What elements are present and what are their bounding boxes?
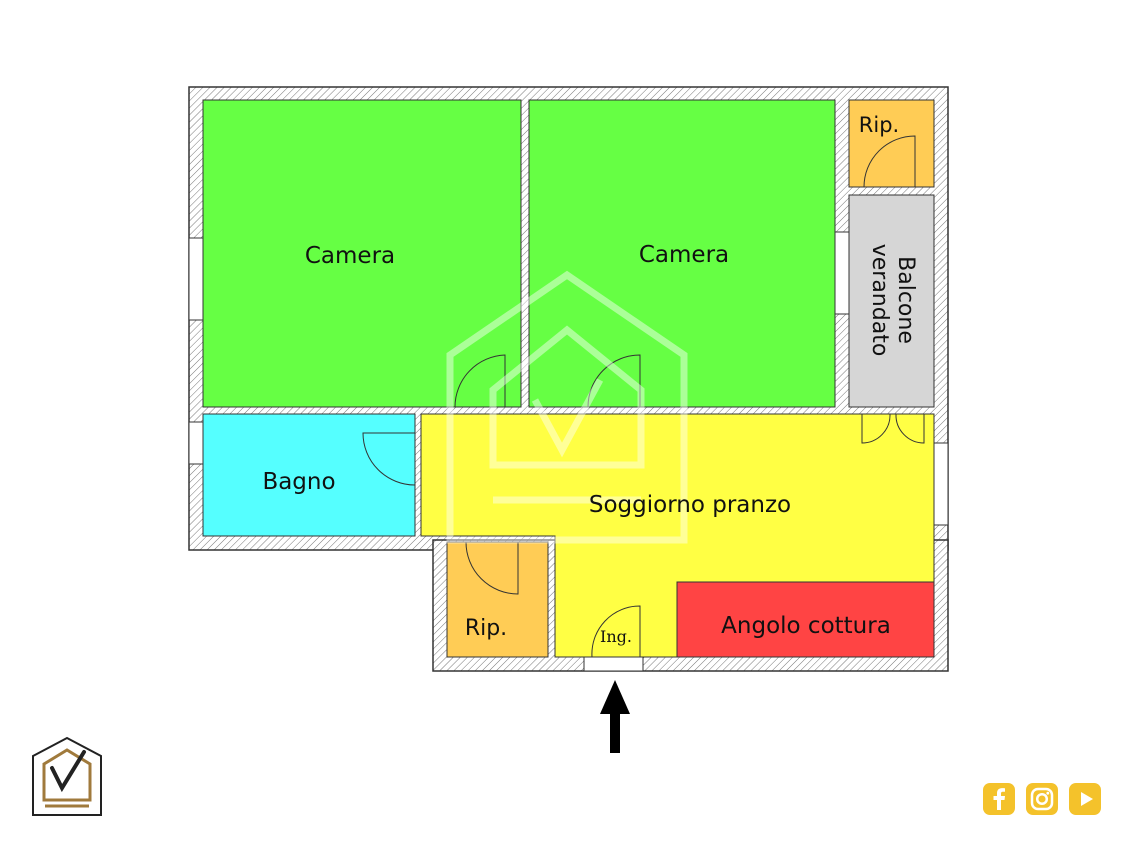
label-rip-top: Rip.: [859, 113, 899, 137]
label-camera-right: Camera: [639, 242, 729, 268]
label-rip-bottom: Rip.: [465, 616, 507, 641]
label-camera-left: Camera: [305, 243, 395, 269]
room-rip-top: [848, 99, 935, 188]
windows: [188, 231, 949, 672]
room-camera-right: [528, 99, 836, 408]
house-check-logo: [32, 736, 102, 816]
label-angolo-cottura: Angolo cottura: [721, 613, 891, 639]
room-camera-left: [202, 99, 522, 408]
watermark-logo: [446, 270, 688, 544]
label-bagno: Bagno: [262, 469, 335, 495]
facebook-icon[interactable]: [983, 783, 1015, 815]
label-soggiorno: Soggiorno pranzo: [589, 492, 791, 518]
youtube-icon[interactable]: [1069, 783, 1101, 815]
room-angolo-cottura: [676, 581, 935, 658]
label-ingresso: Ing.: [600, 627, 632, 646]
room-bagno: [202, 413, 416, 537]
doors: [362, 135, 925, 658]
arrow-up-icon: [600, 680, 630, 753]
label-verandato: verandato: [867, 244, 892, 357]
instagram-icon[interactable]: [1026, 783, 1058, 815]
label-balcone: Balcone: [893, 256, 918, 344]
room-balcone: [848, 194, 935, 408]
